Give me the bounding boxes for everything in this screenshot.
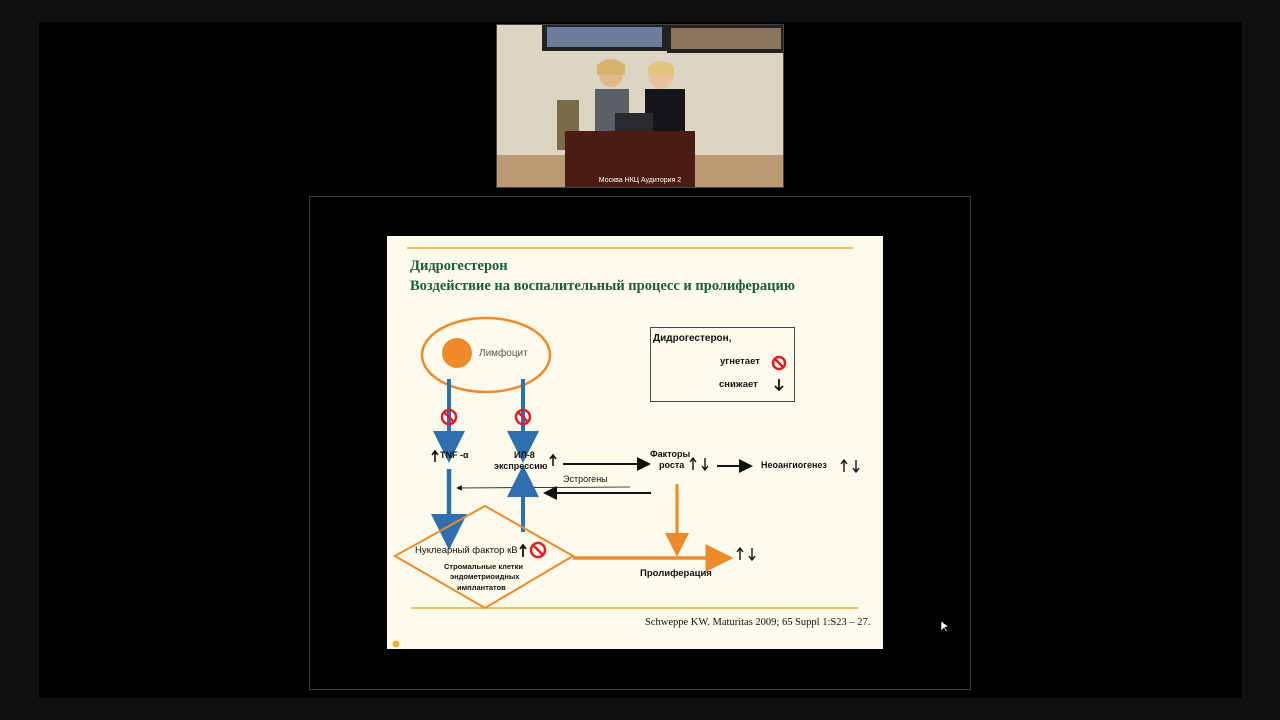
inhibit-icon	[771, 355, 787, 371]
tnf-label: TNF -α	[440, 450, 469, 460]
inhibit-icon	[440, 408, 458, 426]
slide-title: Дидрогестерон Воздействие на воспалитель…	[410, 256, 795, 296]
lymphocyte-label: Лимфоцит	[479, 348, 528, 359]
stromal-label-2: эндометриоидных	[450, 572, 520, 581]
citation: Schweppe KW. Maturitas 2009; 65 Suppl 1:…	[645, 617, 871, 628]
stromal-label-3: имплантатов	[457, 583, 506, 592]
inhibit-icon	[514, 408, 532, 426]
slide-title-line1: Дидрогестерон	[410, 258, 508, 274]
slide-title-line2: Воздействие на воспалительный процесс и …	[410, 278, 795, 294]
stromal-label-1: Стромальные клетки	[444, 562, 523, 571]
nuclear-factor-label: Нуклеарный фактор кВ	[415, 545, 518, 556]
proliferation-label: Пролиферация	[640, 568, 712, 579]
presentation-slide: Дидрогестерон Воздействие на воспалитель…	[387, 236, 883, 649]
slide-diagram	[392, 247, 860, 648]
estrogens-label: Эстрогены	[563, 474, 608, 484]
mouse-cursor-icon	[941, 621, 949, 633]
legend-title: Дидрогестерон,	[653, 333, 732, 344]
growth-factors-label-2: роста	[659, 460, 685, 470]
legend-reduces: снижает	[719, 379, 758, 390]
presenter-video[interactable]: Москва НКЦ Аудитория 2	[496, 24, 784, 188]
video-caption: Москва НКЦ Аудитория 2	[598, 177, 682, 184]
nuclear-factor-diamond	[392, 504, 575, 610]
legend-box: Дидрогестерон, угнетает снижает	[650, 327, 795, 402]
il8-label-1: ИЛ-8	[514, 450, 535, 460]
legend-inhibits: угнетает	[720, 356, 760, 367]
neoangiogenesis-label: Неоангиогенез	[761, 460, 827, 470]
inhibit-icon	[529, 541, 547, 559]
il8-label-2: экспрессию	[494, 461, 548, 471]
growth-factors-label-1: Факторы	[650, 449, 691, 459]
lymphocyte-cell	[420, 316, 552, 394]
arrow-down-icon	[774, 379, 784, 392]
video-scene	[497, 25, 783, 187]
